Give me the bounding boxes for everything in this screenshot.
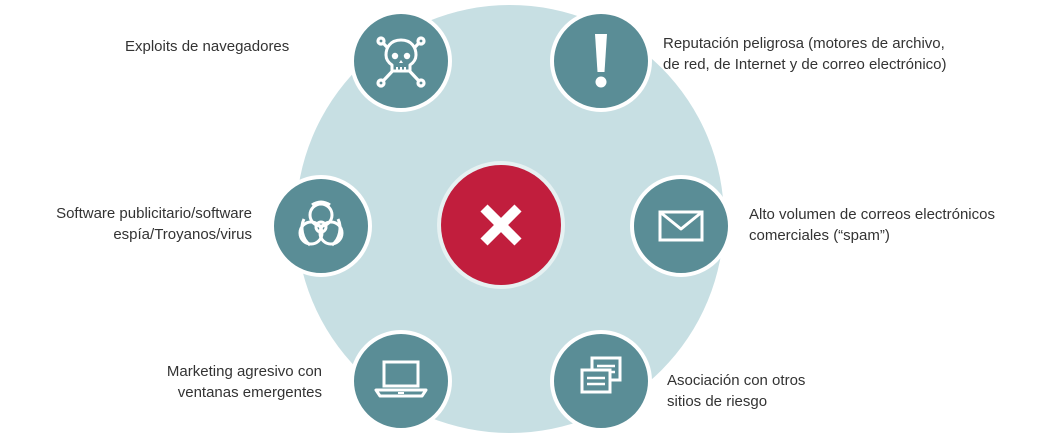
label-line: de red, de Internet y de correo electrón… bbox=[663, 56, 947, 73]
node-popup-marketing bbox=[350, 330, 452, 432]
node-dangerous-reputation bbox=[550, 10, 652, 112]
label-line: espía/Troyanos/virus bbox=[113, 226, 252, 243]
label-line: Asociación con otros bbox=[667, 372, 806, 389]
label-line: Alto volumen de correos electrónicos bbox=[749, 206, 995, 223]
windows-icon bbox=[580, 356, 622, 394]
label-line: ventanas emergentes bbox=[177, 384, 322, 401]
label-risky-sites: Asociación con otros sitios de riesgo bbox=[667, 370, 805, 412]
label-dangerous-reputation: Reputación peligrosa (motores de archivo… bbox=[663, 33, 947, 75]
label-line: sitios de riesgo bbox=[667, 393, 768, 410]
node-spam bbox=[630, 175, 732, 277]
node-risky-sites bbox=[550, 330, 652, 432]
envelope-icon bbox=[658, 210, 704, 242]
center-x-badge bbox=[441, 165, 561, 285]
label-popup-marketing: Marketing agresivo con ventanas emergent… bbox=[105, 361, 322, 403]
label-line: Exploits de navegadores bbox=[125, 38, 290, 55]
label-malware: Software publicitario/software espía/Tro… bbox=[10, 203, 252, 245]
label-browser-exploits: Exploits de navegadores bbox=[125, 36, 289, 57]
node-browser-exploits bbox=[350, 10, 452, 112]
exclamation-icon bbox=[595, 34, 607, 88]
laptop-icon bbox=[374, 360, 428, 398]
node-malware bbox=[270, 175, 372, 277]
label-line: Reputación peligrosa (motores de archivo… bbox=[663, 35, 945, 52]
label-line: Software publicitario/software bbox=[56, 205, 252, 222]
label-spam: Alto volumen de correos electrónicos com… bbox=[749, 204, 995, 246]
skull-crossbones-icon bbox=[376, 36, 426, 88]
label-line: Marketing agresivo con bbox=[166, 363, 322, 380]
x-icon bbox=[480, 204, 522, 246]
biohazard-icon bbox=[298, 200, 344, 247]
label-line: comerciales (“spam”) bbox=[749, 227, 890, 244]
